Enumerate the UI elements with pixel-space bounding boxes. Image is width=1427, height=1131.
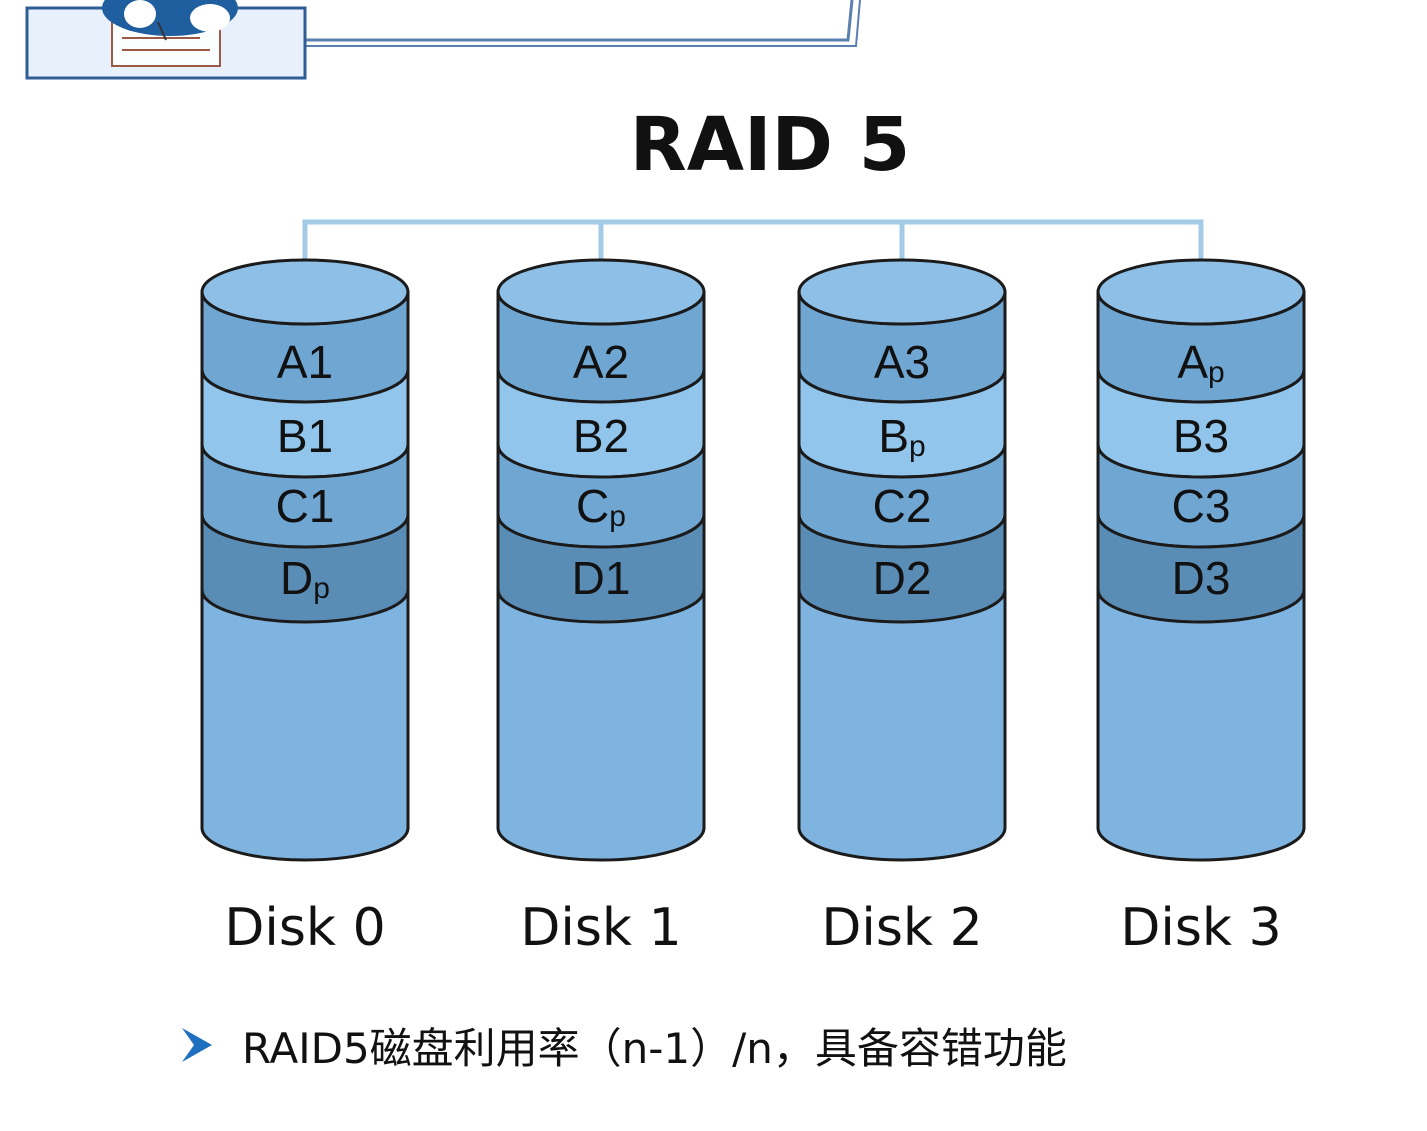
block-label: A1 <box>277 336 333 388</box>
block-label: B3 <box>1173 410 1229 462</box>
block-label: A3 <box>874 336 930 388</box>
block-label: C1 <box>276 480 335 532</box>
person-writing-icon <box>102 0 238 67</box>
bullet-text: RAID5磁盘利用率（n-1）/n，具备容错功能 <box>242 1023 1067 1073</box>
block-label: C2 <box>873 480 932 532</box>
connector-line <box>302 219 1204 290</box>
block-label: B2 <box>573 410 629 462</box>
disk-label: Disk 0 <box>224 898 385 958</box>
disk-label: Disk 2 <box>821 898 982 958</box>
stripe-block <box>200 514 410 624</box>
block-label: B1 <box>277 410 333 462</box>
disk-label: Disk 1 <box>520 898 681 958</box>
block-label: A2 <box>573 336 629 388</box>
diagram-title: RAID 5 <box>630 102 910 188</box>
block-label: C3 <box>1172 480 1231 532</box>
stripe-block <box>1096 514 1306 624</box>
block-label: D2 <box>873 552 932 604</box>
stripe-block <box>797 514 1007 624</box>
disk-top-cap <box>200 258 410 326</box>
arrow-bullet-icon <box>182 1028 212 1062</box>
stripe-block <box>496 514 706 624</box>
block-label: D1 <box>572 552 631 604</box>
disk-top-cap <box>797 258 1007 326</box>
disk-label: Disk 3 <box>1120 898 1281 958</box>
disk-top-cap <box>496 258 706 326</box>
disk-top-cap <box>1096 258 1306 326</box>
block-label: Bp <box>878 410 925 463</box>
block-label: Cp <box>576 480 626 533</box>
connector-bus <box>302 219 1204 290</box>
block-label: Dp <box>280 552 330 605</box>
block-label: Ap <box>1177 336 1224 389</box>
header-banner <box>25 0 861 80</box>
block-label: D3 <box>1172 552 1231 604</box>
bullet-row: RAID5磁盘利用率（n-1）/n，具备容错功能 <box>182 1015 1067 1075</box>
